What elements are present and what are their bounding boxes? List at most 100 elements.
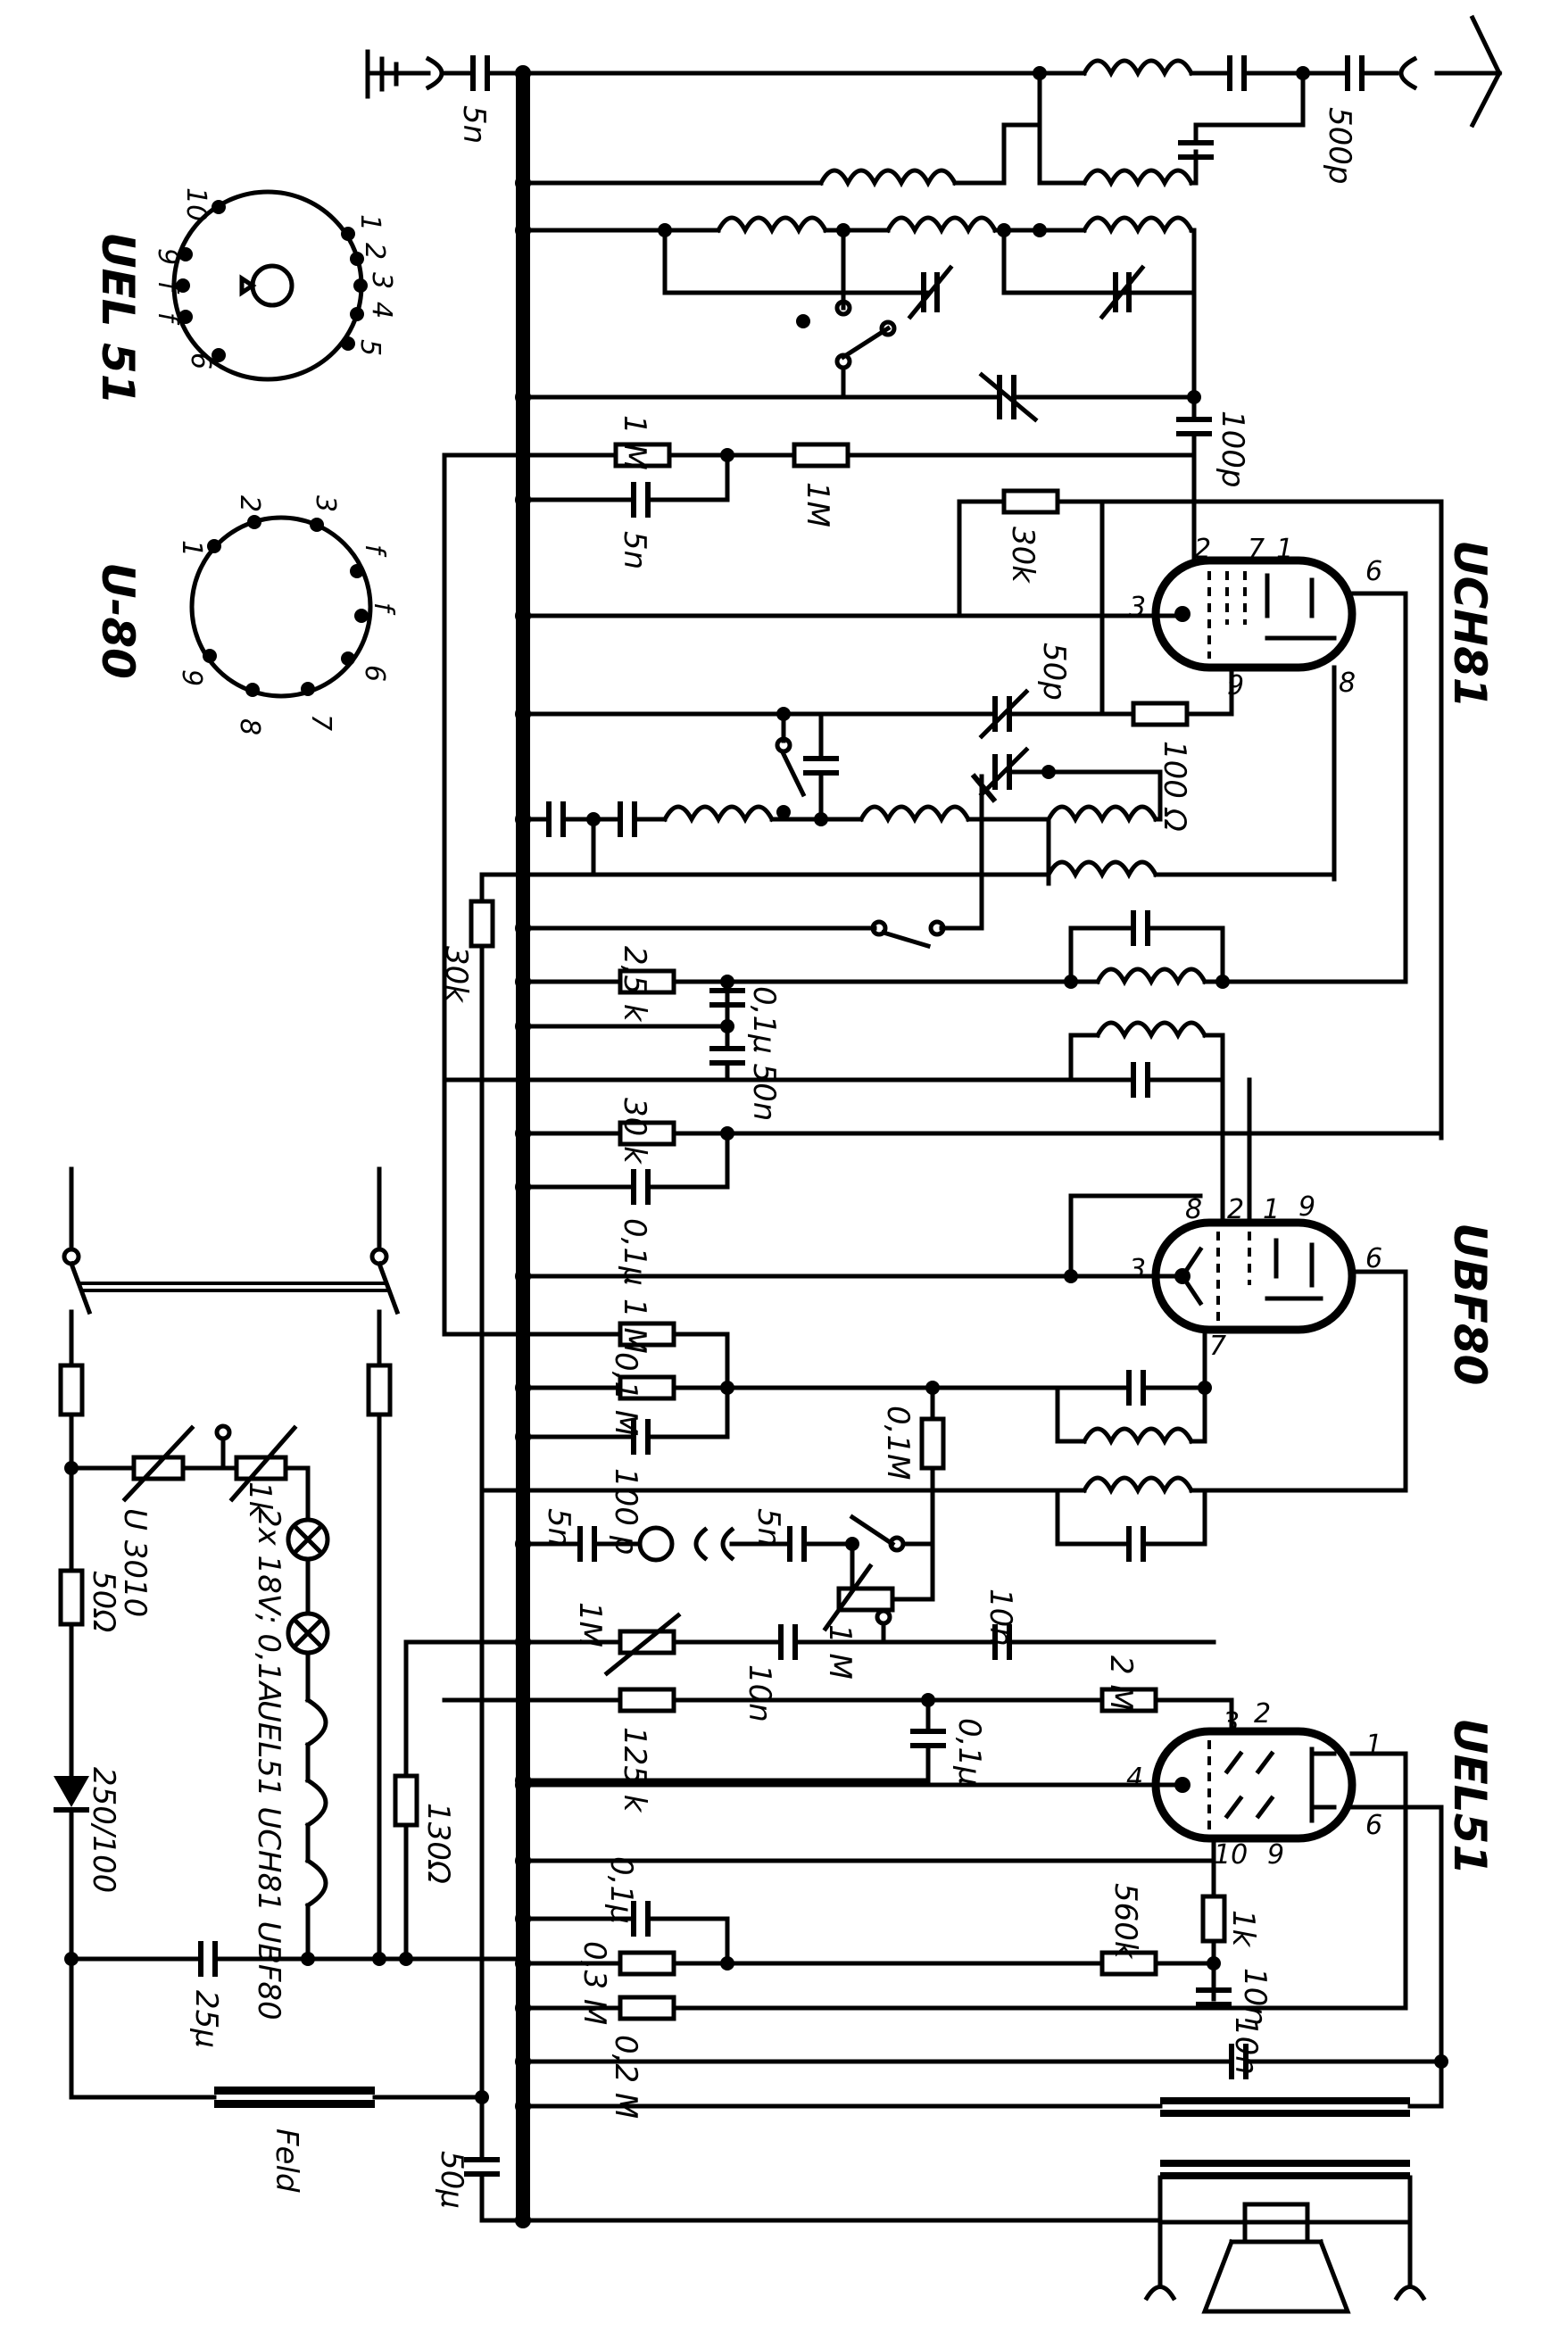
bus-junctions — [515, 65, 531, 2228]
heater-uel51 — [304, 1697, 328, 1748]
c-antenna-label: 500p — [1322, 107, 1357, 184]
u80-basing-pin-6: 6 — [359, 665, 390, 682]
r-30k-osc-label: 30k — [1005, 527, 1041, 584]
r-2m-label: 2 M — [1103, 1655, 1139, 1711]
uel51-basing-pin-2: 2 — [359, 243, 390, 260]
u80-basing-pin-7: 7 — [305, 714, 336, 731]
r-30k-side-label: 30k — [438, 946, 474, 1003]
u80-basing-pin-9: 9 — [176, 669, 207, 686]
uel51-basing-pin-1: 1 — [354, 214, 386, 231]
uel51-basing-pin-10: 10 — [180, 187, 212, 221]
u80-basing-pin-f1: f — [359, 544, 390, 558]
field-label: Feld — [269, 2128, 304, 2193]
ubf80-pin-8: 8 — [1185, 1194, 1202, 1225]
c-10n-b-label: 10n — [742, 1664, 777, 1722]
r-01m-label: 0,1 M — [608, 1352, 643, 1436]
r-125k-label: 125 k — [617, 1727, 652, 1813]
c-ground-label: 5n — [456, 105, 492, 144]
r-50ohm-label: 50Ω — [86, 1571, 121, 1632]
uel51-basing-title: UEL 51 — [92, 232, 144, 405]
uel51-basing-pin-9: 9 — [152, 248, 183, 265]
c-100p-b-label: 100 p — [608, 1468, 643, 1555]
tube-uch81-label: UCH81 — [1444, 540, 1496, 709]
antenna-symbol — [1398, 14, 1503, 129]
c-100p-label: 100p — [1215, 411, 1250, 487]
uel51-pin-6: 6 — [1365, 1810, 1382, 1841]
c-10n-c-label: 10n — [1237, 1968, 1273, 2026]
uch81-pin-3: 3 — [1129, 592, 1146, 623]
r-2-5k-label: 2,5 k — [617, 946, 652, 1023]
uch81-pin-7: 7 — [1248, 534, 1265, 565]
c-01u-d-label: 0,1µ — [603, 1856, 639, 1924]
output-transformer-core-1 — [1160, 2097, 1410, 2104]
u80-basing-pin-1: 1 — [176, 540, 207, 557]
tube-uel51 — [1151, 1727, 1356, 1843]
u80-basing-pin-8: 8 — [234, 718, 265, 735]
field-coil-core — [214, 2087, 375, 2095]
r-1k-lamp-label: 1k — [242, 1481, 278, 1520]
ground-symbol — [365, 49, 444, 99]
c-5n-a-label: 5n — [541, 1508, 577, 1547]
uel51-basing-pin-f1: f — [152, 312, 183, 326]
heater-uch81 — [304, 1777, 328, 1829]
c-50p-label: 50p — [1036, 643, 1072, 701]
ubf80-pin-3: 3 — [1129, 1254, 1146, 1285]
uel51-pin-4: 4 — [1126, 1763, 1143, 1794]
uch81-pin-2: 2 — [1194, 534, 1211, 565]
output-transformer-core-2 — [1160, 2110, 1410, 2117]
rectifier-diode — [54, 1776, 89, 1813]
c-10n-a-label: 10n — [983, 1589, 1018, 1647]
rectifier-label: 250/100 — [86, 1767, 121, 1893]
uch81-pin-6: 6 — [1365, 556, 1382, 587]
tube-uch81 — [1151, 556, 1356, 672]
uel51-pin-10: 10 — [1214, 1839, 1248, 1871]
lamps-label: 2x 18V; 0,1A — [251, 1508, 286, 1703]
r-03m-label: 0,3 M — [577, 1941, 612, 2025]
uel51-pin-2: 2 — [1254, 1698, 1271, 1730]
r-560k-label: 560k — [1108, 1883, 1143, 1960]
c-5n-grid-label: 5n — [617, 531, 652, 569]
u80-basing-pin-3: 3 — [310, 495, 341, 512]
uel51-pin-1: 1 — [1365, 1730, 1382, 1761]
r-130ohm-label: 130Ω — [420, 1803, 456, 1884]
speaker-icon — [1201, 2202, 1351, 2314]
r-30k-b-label: 30 k — [617, 1098, 652, 1165]
r-u3010-label: U 3010 — [117, 1508, 153, 1617]
dial-lamp-2 — [286, 1611, 330, 1655]
r-1k-label: 1k — [1225, 1910, 1261, 1948]
uel51-basing-pin-3: 3 — [366, 272, 397, 289]
c-25u-label: 25µ — [188, 1990, 224, 2048]
r-1m-top-label: 1 M — [617, 415, 652, 470]
r-1m-c-label: 1 M — [822, 1624, 858, 1680]
u80-basing-pin-2: 2 — [234, 495, 265, 512]
uel51-basing-pin-5: 5 — [354, 339, 386, 356]
uel51-basing-pin-f2: f — [152, 281, 183, 295]
c-01u-50n-label: 0,1µ 50n — [746, 986, 782, 1121]
ubf80-pin-2: 2 — [1227, 1194, 1244, 1225]
c-5n-b-label: 5n — [751, 1508, 786, 1547]
pot-1m-label: 1M — [572, 1602, 608, 1647]
heater-ubf80 — [304, 1857, 328, 1909]
ubf80-pin-7: 7 — [1209, 1331, 1226, 1362]
u80-basing-diagram — [189, 515, 373, 699]
uel51-basing-pin-4: 4 — [366, 302, 397, 319]
r-01m-b-label: 0,1M — [880, 1406, 916, 1480]
tube-ubf80 — [1151, 1218, 1356, 1334]
r-1m-ubf-label: 1 M — [617, 1298, 652, 1354]
c-50u-label: 50µ — [434, 2151, 469, 2209]
ubf80-pin-9: 9 — [1298, 1191, 1315, 1223]
tube-ubf80-label: UBF80 — [1444, 1223, 1496, 1385]
antenna-coil — [1081, 58, 1195, 79]
u80-basing-pin-f2: f — [368, 602, 399, 616]
c-01u-c-label: 0,1µ — [951, 1718, 987, 1786]
ubf80-pin-1: 1 — [1263, 1194, 1280, 1225]
tube-uel51-label: UEL51 — [1444, 1718, 1496, 1875]
heater-chain-label: UEL51 UCH81 UBF80 — [251, 1700, 286, 2020]
uch81-pin-1: 1 — [1276, 534, 1293, 565]
ubf80-pin-6: 6 — [1365, 1243, 1382, 1274]
uch81-pin-8: 8 — [1339, 668, 1356, 699]
dial-lamp-1 — [286, 1517, 330, 1562]
r-1m-b-label: 1M — [800, 482, 835, 527]
u80-basing-title: U-80 — [92, 562, 144, 679]
